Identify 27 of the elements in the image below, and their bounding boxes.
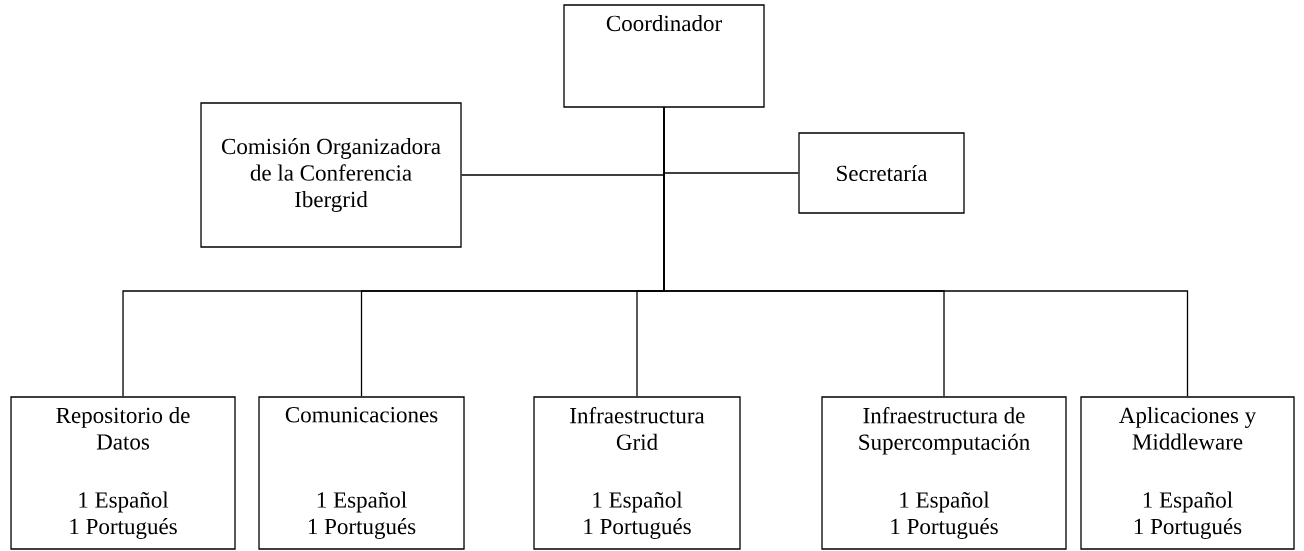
- box-text: 1 Español: [79, 491, 169, 513]
- org-box: [563, 4, 765, 108]
- box-text: 1 Español: [900, 491, 990, 513]
- box-text: 1 Español: [1143, 491, 1233, 513]
- connector-line: [663, 107, 1189, 397]
- box-text: 1 Portugués: [308, 518, 416, 539]
- org-box: [821, 396, 1067, 550]
- box-text: Secretaría: [837, 164, 928, 182]
- box-text: Comunicaciones: [285, 407, 438, 423]
- box-text: Coordinador: [606, 15, 722, 32]
- box-text: Aplicaciones y Middleware: [1119, 407, 1257, 450]
- org-box: [200, 102, 462, 248]
- box-text: 1 Portugués: [1134, 518, 1242, 539]
- box-text: 1 Portugués: [70, 518, 177, 539]
- box-text: Repositorio de Datos: [56, 407, 190, 450]
- box-text: Comisión Organizadora de la Conferencia Ibergrid: [222, 138, 441, 212]
- box-text: 1 Portugués: [584, 518, 691, 539]
- box-text: 1 Portugués: [891, 518, 998, 539]
- box-text: Infraestructura Grid: [570, 407, 705, 450]
- box-text: 1 Español: [593, 491, 683, 513]
- box-text: 1 Español: [317, 491, 407, 513]
- org-box: [10, 396, 236, 550]
- box-text: Infraestructura de Supercomputación: [859, 407, 1030, 455]
- org-box: [798, 132, 965, 214]
- org-box: [258, 396, 465, 550]
- org-box: [1080, 396, 1295, 550]
- org-box: [533, 396, 741, 550]
